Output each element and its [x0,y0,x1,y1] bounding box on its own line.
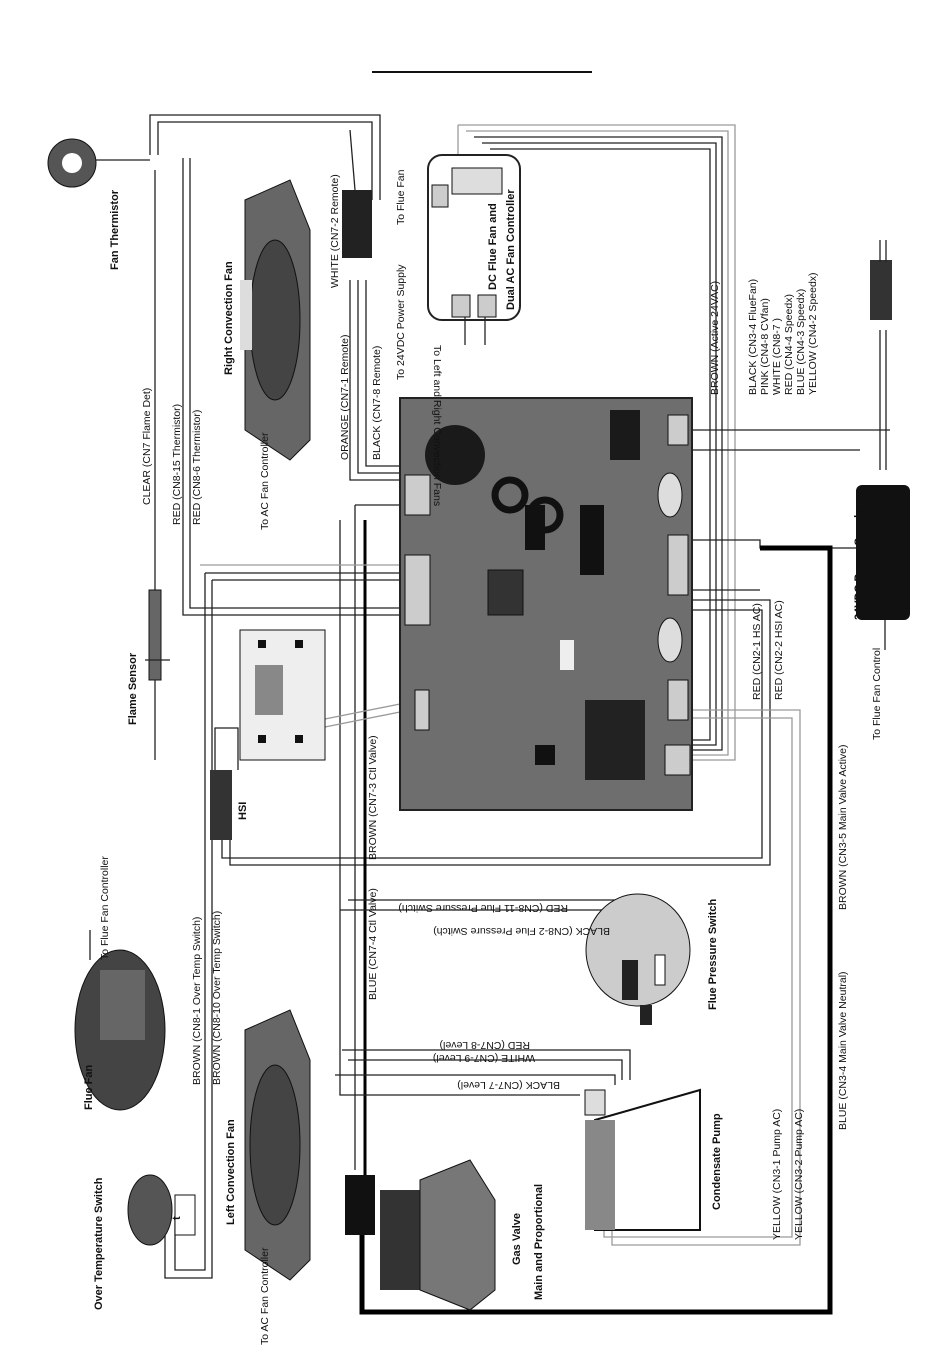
left-convection-fan [244,1009,311,1281]
label-red-cn2-2: RED (CN2-2 HSI AC) [773,600,785,700]
label-red-cn2-1: RED (CN2-1 HS AC) [751,603,763,700]
label-black-cn3-4: BLACK (CN3-4 FlueFan) [747,279,759,395]
label-to-flue-fan-top: To Flue Fan [395,169,407,225]
flame-sensor [145,589,170,760]
label-gas-valve: Gas Valve [511,1213,523,1265]
label-blue-cn4-3: BLUE (CN4-3 Speedx) [795,289,807,395]
label-pink-cn4-8: PINK (CN4-8 CVfan) [759,298,771,395]
label-to-flue-fan-controller: To Flue Fan Controller [99,856,111,960]
label-yellow-cn3-1: YELLOW (CN3-1 Pump AC) [771,1109,783,1240]
label-over-temperature-switch: Over Temperature Switch [93,1177,105,1310]
label-condensate-pump: Condensate Pump [711,1113,723,1210]
label-orange-cn7-1: ORANGE (CN7-1 Remote) [339,335,351,460]
label-to-ac-fan-controller-right: To AC Fan Controller [259,432,271,530]
label-black-cn7-7-level: BLACK (CN7-7 Level) [457,1079,560,1091]
label-right-convection-fan: Right Convection Fan [223,261,235,375]
label-to-conv-fans: To Left and Right Convection Fans [431,345,443,506]
label-to-ac-fan-controller-left: To AC Fan Controller [259,1247,271,1345]
label-black-cn8-2: BLACK (CN8-2 Flue Pressure Switch) [433,925,610,937]
label-clear-cn7: CLEAR (CN7 Flame Det) [141,388,153,505]
label-fan-thermistor: Fan Thermistor [109,189,121,270]
remote-module [342,129,372,258]
condensate-pump [584,1088,701,1231]
label-red-cn8-11: RED (CN8-11 Flue Pressure Switch) [398,902,568,914]
control-board [399,397,693,811]
labels: Fan Thermistor Right Convection Fan To A… [83,169,883,1345]
label-black-cn7-8: BLACK (CN7-8 Remote) [371,346,383,460]
label-brown-cn7-3: BROWN (CN7-3 Ctl Valve) [367,735,379,860]
label-to-flue-fan-control: To Flue Fan Control [871,648,883,740]
label-red-cn8-15: RED (CN8-15 Thermistor) [171,404,183,525]
label-brown-cn8-10: BROWN (CN8-10 Over Temp Switch) [211,911,223,1085]
label-blue-cn3-4-main: BLUE (CN3-4 Main Valve Neutral) [837,971,849,1130]
label-main-and-proportional: Main and Proportional [533,1184,545,1300]
flue-pressure-switch [585,893,691,1025]
label-left-convection-fan: Left Convection Fan [225,1119,237,1225]
label-to-24vdc: To 24VDC Power Supply [395,264,407,380]
label-red-cn8-6: RED (CN8-6 Thermistor) [191,410,203,525]
label-flue-pressure-switch: Flue Pressure Switch [707,898,719,1010]
power-supply-24vdc [856,240,910,620]
label-flue-fan: Flue Fan [83,1064,95,1110]
label-power-supply: 24VDC Power Supply [853,508,865,620]
label-red-cn7-8-level: RED (CN7-8 Level) [440,1039,530,1051]
label-yellow-cn3-2: YELLOW (CN3-2 Pump AC) [793,1109,805,1240]
label-white-cn7-9-level: WHITE (CN7-9 Level) [433,1052,535,1064]
dc-flue-fan-controller [427,154,521,345]
label-flame-sensor: Flame Sensor [127,652,139,725]
label-brown-cn3-5-main: BROWN (CN3-5 Main Valve Active) [837,744,849,910]
label-blue-cn7-4: BLUE (CN7-4 Ctl Valve) [367,888,379,1000]
label-temp-symbol: t [171,1216,183,1220]
label-red-cn4-4: RED (CN4-4 Speedx) [783,294,795,395]
label-brown-active: BROWN (Active 24VAC) [709,281,721,395]
label-white-cn8-7: WHITE (CN8-7 ) [771,318,783,395]
label-dc-flue-fan-2: Dual AC Fan Controller [505,189,517,310]
hsi-igniter [210,727,239,840]
label-brown-cn8-1: BROWN (CN8-1 Over Temp Switch) [191,917,203,1085]
label-yellow-cn4-2: YELLOW (CN4-2 Speedx) [807,272,819,395]
right-convection-fan [240,179,311,461]
flue-fan [74,930,166,1111]
label-white-cn7-2: WHITE (CN7-2 Remote) [329,174,341,288]
fan-thermistor [47,138,150,188]
label-hsi: HSI [237,802,249,820]
display-module [239,629,326,761]
over-temperature-switch [127,1174,196,1246]
gas-valve [345,1159,496,1311]
label-dc-flue-fan-1: DC Flue Fan and [487,203,499,290]
